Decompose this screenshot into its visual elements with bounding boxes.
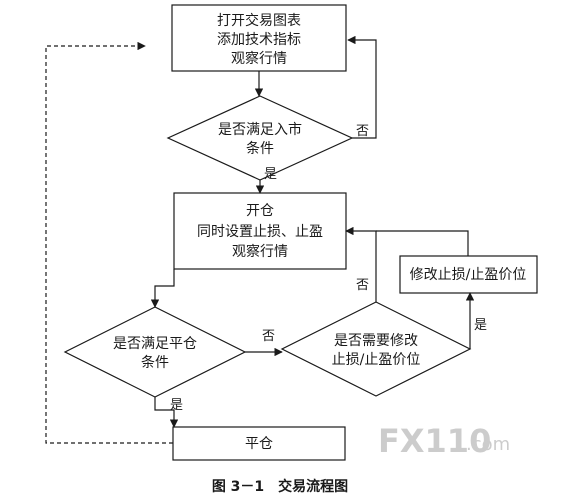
edge-close-loop-dashed bbox=[45, 41, 173, 444]
edge-position-to-close-decision bbox=[150, 269, 175, 308]
node-open-position: 开仓 同时设置止损、止盈 观察行情 bbox=[173, 192, 347, 270]
node-close-decision-line-2: 条件 bbox=[141, 354, 169, 371]
node-entry-decision-line-1: 是否满足入市 bbox=[218, 121, 302, 138]
node-close-decision-line-1: 是否满足平仓 bbox=[113, 336, 197, 352]
edge-close-yes bbox=[154, 397, 179, 428]
node-modify-decision-line-1: 是否需要修改 bbox=[334, 333, 418, 349]
node-close-position: 平仓 bbox=[172, 426, 346, 461]
edge-entry-no-loop bbox=[347, 35, 377, 139]
node-open-chart: 打开交易图表 添加技术指标 观察行情 bbox=[171, 4, 347, 72]
node-modify-prices-line-1: 修改止损/止盈价位 bbox=[410, 267, 527, 283]
node-modify-decision: 是否需要修改 止损/止盈价位 bbox=[280, 301, 472, 397]
watermark-brand: FX110 bbox=[378, 422, 491, 460]
node-open-chart-line-3: 观察行情 bbox=[231, 50, 287, 67]
node-open-chart-line-2: 添加技术指标 bbox=[217, 32, 301, 48]
node-modify-decision-line-2: 止损/止盈价位 bbox=[332, 352, 421, 368]
edge-label-close-no: 否 bbox=[262, 329, 275, 344]
edge-label-entry-no: 否 bbox=[356, 124, 369, 139]
node-close-position-line-1: 平仓 bbox=[245, 436, 273, 452]
node-modify-prices: 修改止损/止盈价位 bbox=[399, 255, 538, 294]
node-entry-decision-line-2: 条件 bbox=[246, 140, 274, 157]
edge-label-close-yes: 是 bbox=[170, 398, 183, 413]
figure-caption: 图 3－1 交易流程图 bbox=[212, 478, 348, 495]
node-entry-decision: 是否满足入市 条件 bbox=[166, 95, 354, 181]
node-open-position-line-1: 开仓 bbox=[246, 203, 274, 219]
edge-modify-prices-up bbox=[376, 230, 469, 256]
node-open-position-line-3: 观察行情 bbox=[232, 243, 288, 260]
node-open-chart-line-1: 打开交易图表 bbox=[217, 12, 301, 29]
node-close-decision: 是否满足平仓 条件 bbox=[63, 306, 247, 398]
edge-label-modify-yes: 是 bbox=[474, 318, 487, 333]
watermark-suffix: .com bbox=[466, 434, 510, 455]
node-open-position-line-2: 同时设置止损、止盈 bbox=[197, 224, 323, 240]
edge-label-modify-no: 否 bbox=[356, 278, 369, 293]
edge-label-entry-yes: 是 bbox=[264, 167, 277, 182]
watermark-logo: FX110 .com bbox=[378, 422, 510, 460]
